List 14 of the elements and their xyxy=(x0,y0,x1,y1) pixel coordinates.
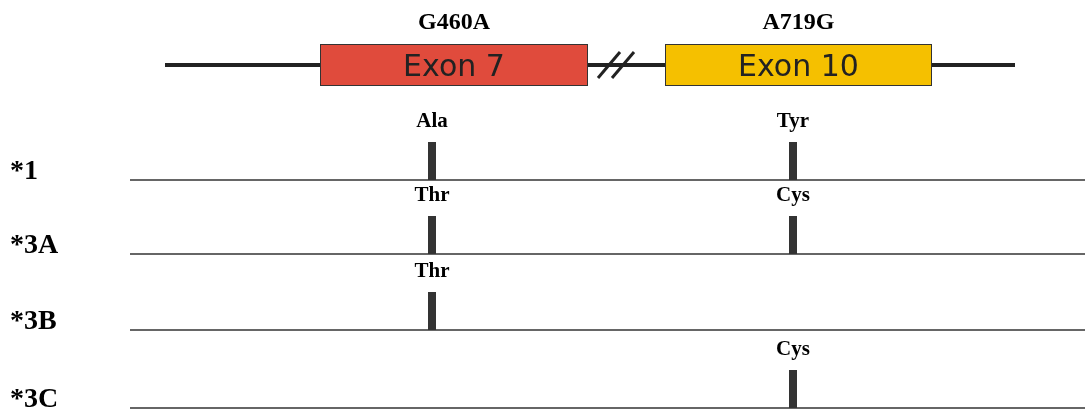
amino-acid-label: Tyr xyxy=(776,108,810,133)
amino-acid-label: Cys xyxy=(776,182,810,207)
amino-acid-label: Thr xyxy=(414,182,450,207)
allele-name: *3C xyxy=(10,382,59,414)
mutation-label: A719G xyxy=(762,8,835,35)
amino-acid-label: Thr xyxy=(414,258,450,283)
exon-box: Exon 7 xyxy=(320,44,588,86)
amino-acid-label: Ala xyxy=(416,108,448,133)
allele-name: *1 xyxy=(10,154,38,186)
allele-name: *3A xyxy=(10,228,59,260)
exon-box: Exon 10 xyxy=(665,44,932,86)
amino-acid-label: Cys xyxy=(776,336,810,361)
allele-name: *3B xyxy=(10,304,57,336)
mutation-label: G460A xyxy=(418,8,490,35)
